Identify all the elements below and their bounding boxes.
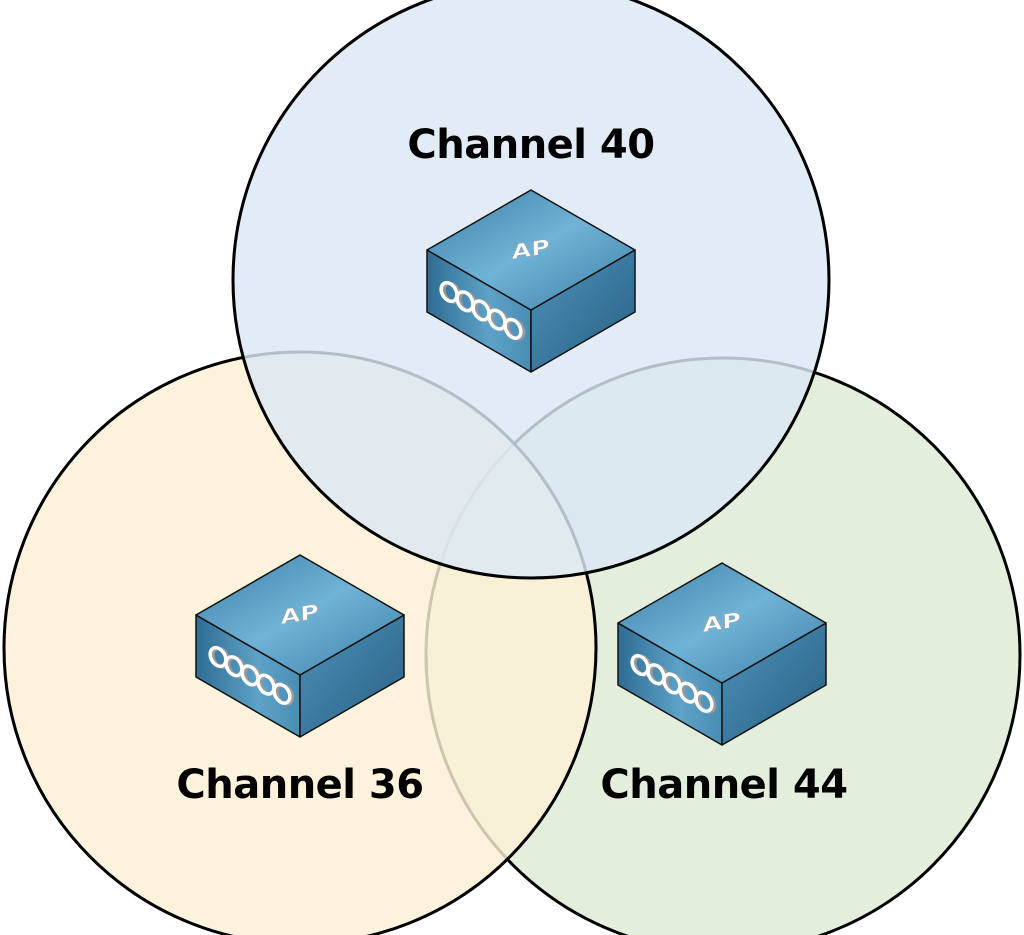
channel-label-right: Channel 44	[600, 762, 848, 808]
channel-label-left: Channel 36	[176, 762, 424, 808]
access-point-icon: AP	[617, 562, 827, 746]
access-point-icon: AP	[195, 554, 405, 738]
antenna-coil-icon	[439, 280, 526, 341]
antenna-coil-icon	[208, 645, 295, 706]
antenna-coil-icon	[630, 653, 717, 714]
channel-label-top: Channel 40	[407, 122, 655, 168]
coverage-circle-top-hidden-edge	[231, 0, 831, 580]
access-point-icon: AP	[426, 189, 636, 373]
